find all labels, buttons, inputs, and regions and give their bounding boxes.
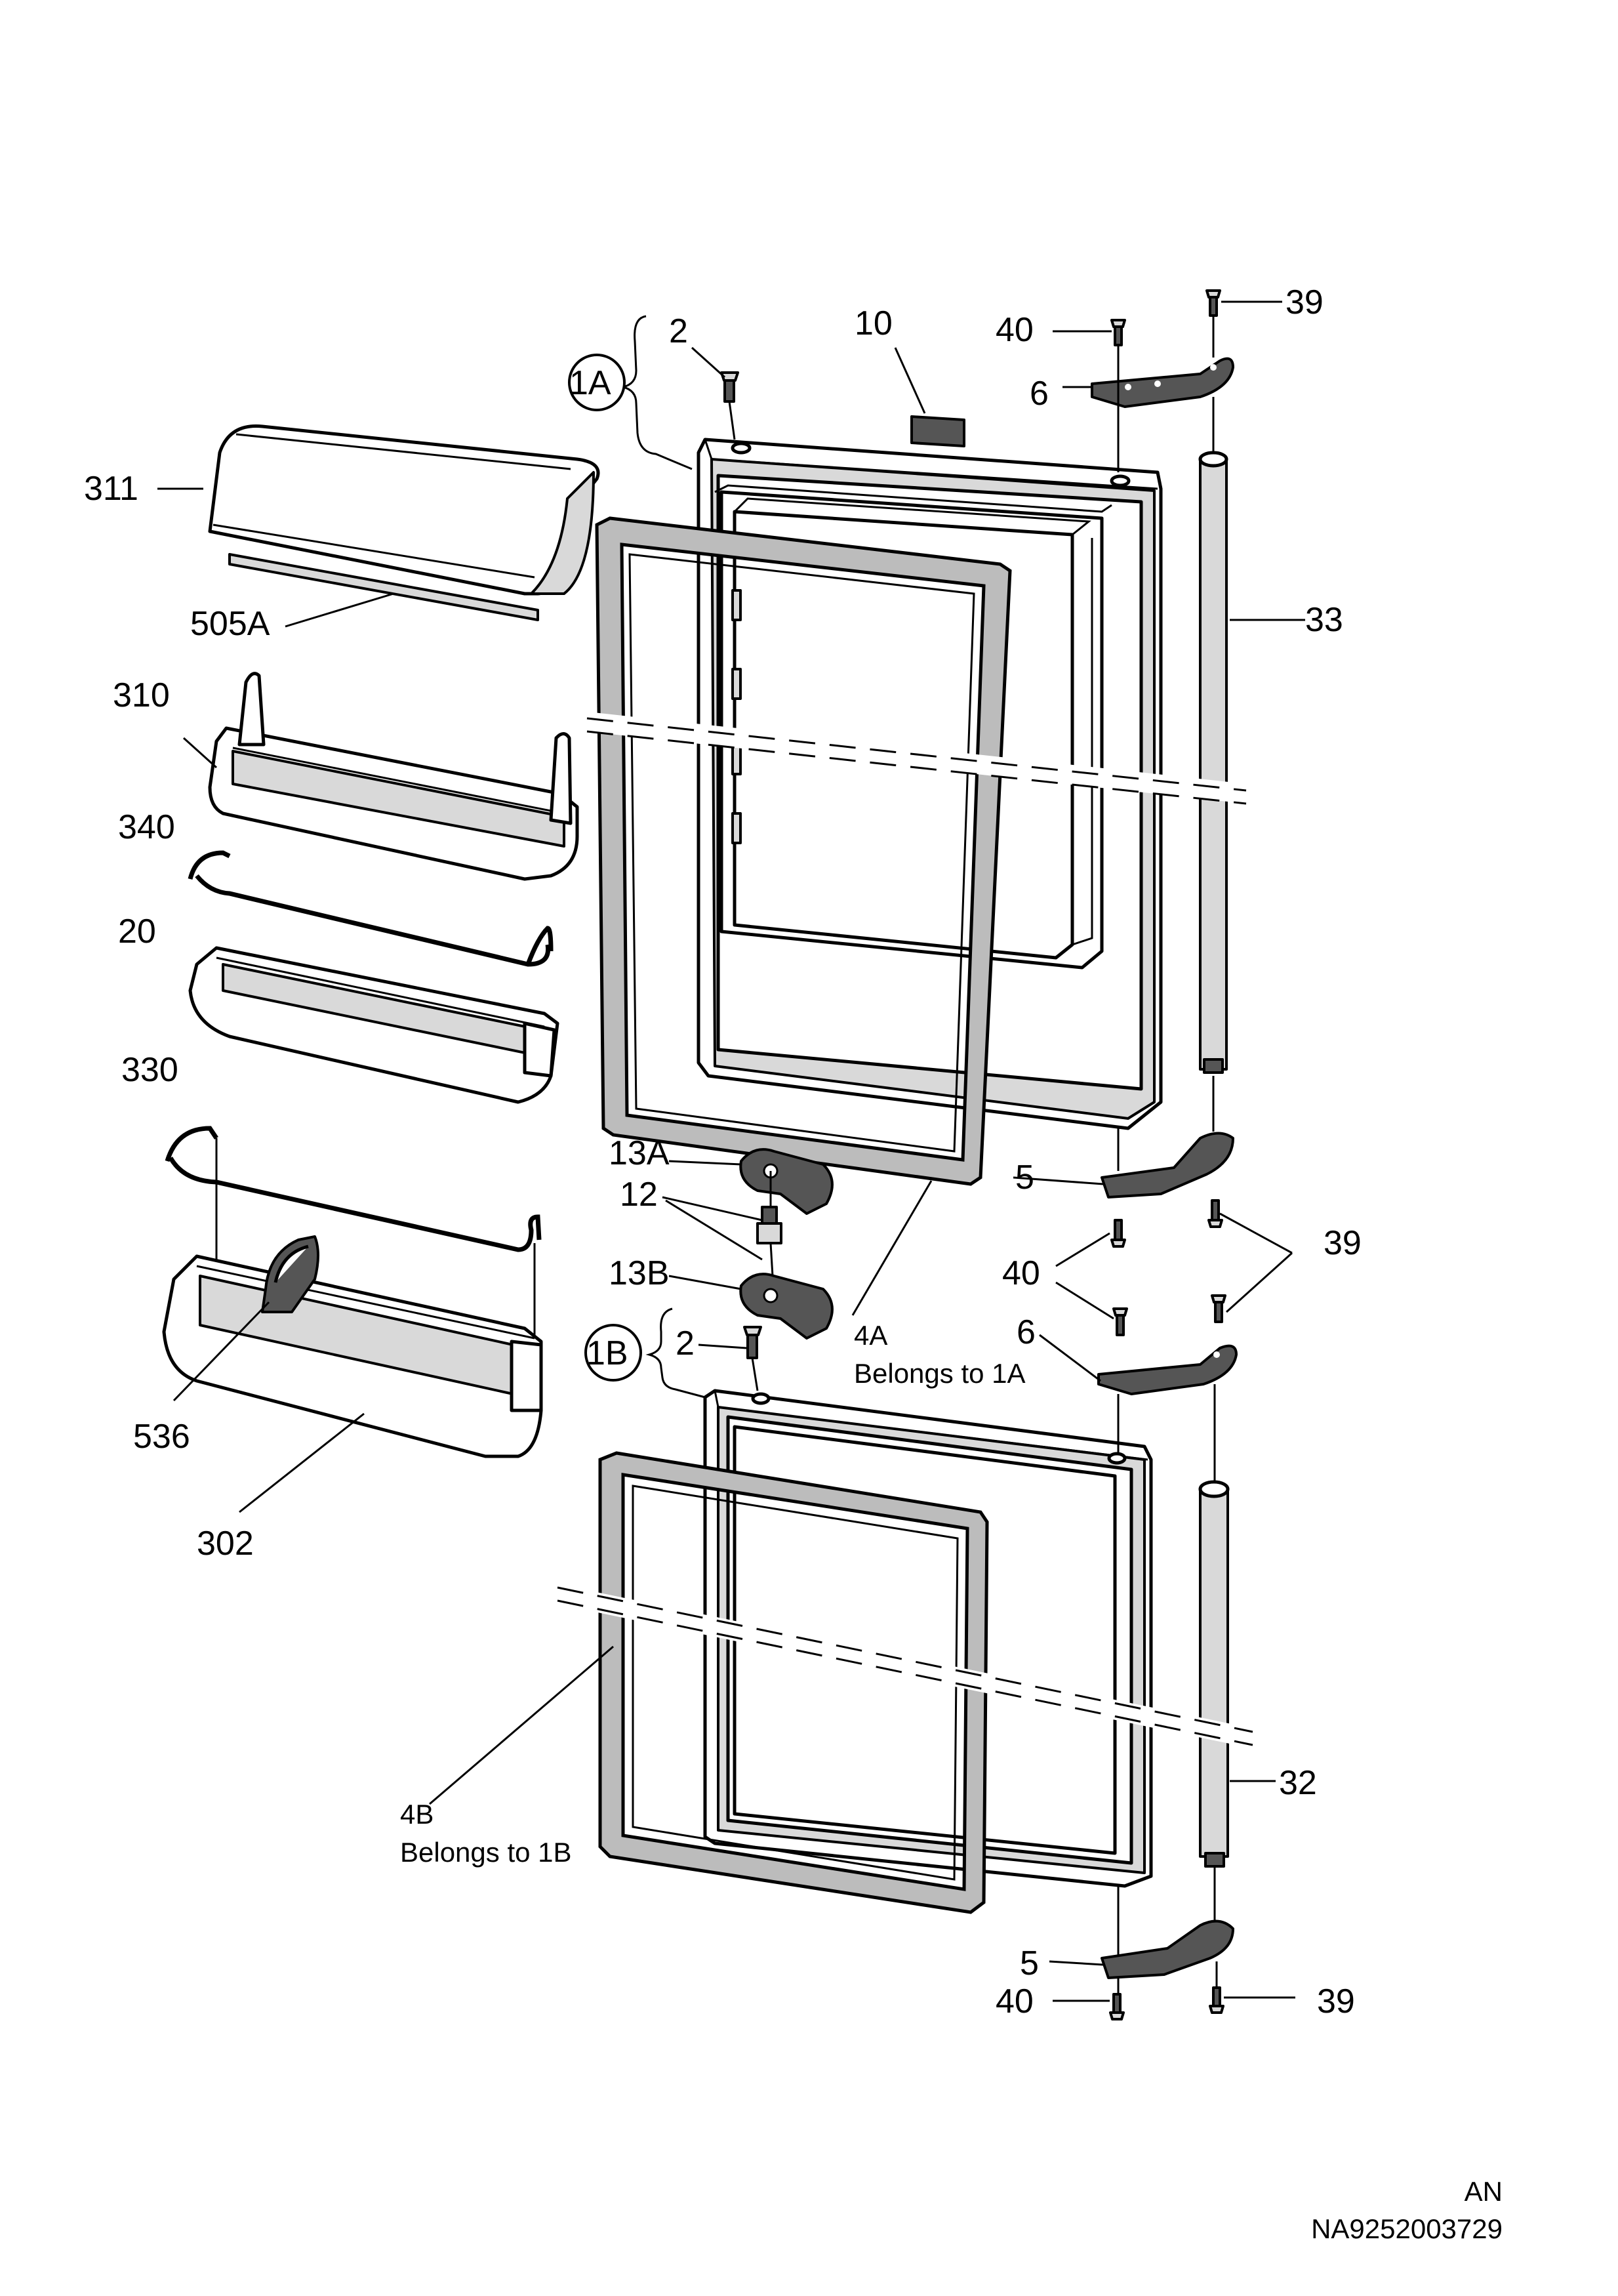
- door-bin-310: [208, 672, 579, 881]
- label-39-top: 39: [1285, 283, 1324, 321]
- upper-door-gasket: [595, 516, 1012, 1186]
- break-line-upper: [586, 712, 1247, 805]
- label-505A: 505A: [190, 605, 270, 643]
- label-4A-note: Belongs to 1A: [854, 1358, 1026, 1389]
- label-340: 340: [118, 808, 175, 846]
- label-10: 10: [855, 304, 893, 342]
- label-5-lower: 5: [1020, 1944, 1039, 1982]
- screws-middle: [1110, 1199, 1226, 1336]
- label-39-bottom: 39: [1317, 1982, 1355, 2020]
- label-6-lower: 6: [1017, 1313, 1036, 1351]
- label-32: 32: [1279, 1764, 1317, 1802]
- dairy-cover-311: [208, 424, 600, 596]
- top-hinge-6-upper: [1091, 357, 1234, 408]
- callout-circle-1B: [584, 1324, 642, 1382]
- wire-rail-330: [165, 1126, 542, 1252]
- label-330: 330: [121, 1051, 178, 1089]
- lower-door-hole: [751, 1392, 1127, 1465]
- door-bin-302: [162, 1254, 543, 1458]
- label-40-middle: 40: [1002, 1254, 1040, 1292]
- bottom-hinge-5-lower: [1101, 1919, 1234, 1979]
- break-line-lower: [555, 1584, 1255, 1748]
- lower-door-gasket: [598, 1451, 989, 1914]
- label-13B: 13B: [609, 1254, 670, 1292]
- label-tab-10: [910, 415, 965, 447]
- footer-lang-code: AN: [1465, 2176, 1503, 2207]
- label-12: 12: [620, 1176, 658, 1214]
- label-40-top: 40: [996, 311, 1034, 349]
- footer-doc-number: NA9252003729: [1311, 2213, 1503, 2244]
- label-310: 310: [113, 676, 170, 714]
- label-4B-note: Belongs to 1B: [400, 1837, 572, 1868]
- label-40-bottom: 40: [996, 1982, 1034, 2020]
- alignment-lines: [728, 316, 1218, 1994]
- label-2-lower: 2: [676, 1324, 695, 1363]
- wire-rail-340: [188, 850, 554, 967]
- label-4B: 4B: [400, 1799, 434, 1830]
- hinge-13B: [739, 1273, 834, 1340]
- top-hinge-6-lower: [1097, 1344, 1238, 1395]
- hinge-rod-32: [1198, 1480, 1230, 1868]
- upper-door-slots: [731, 589, 742, 844]
- label-2-upper: 2: [669, 312, 688, 350]
- label-4A: 4A: [854, 1320, 887, 1351]
- label-39-middle: 39: [1324, 1224, 1362, 1262]
- bottom-hinge-5-upper: [1101, 1132, 1234, 1199]
- door-bin-20: [188, 946, 559, 1104]
- label-536: 536: [133, 1418, 190, 1456]
- label-33: 33: [1305, 601, 1343, 639]
- strip-505A: [228, 553, 539, 621]
- label-302: 302: [197, 1525, 254, 1563]
- upper-door-hole: [731, 441, 1131, 487]
- label-311: 311: [84, 470, 138, 508]
- label-13A: 13A: [609, 1134, 670, 1172]
- label-1B: 1B: [586, 1334, 628, 1372]
- label-20: 20: [118, 912, 156, 951]
- label-1A: 1A: [569, 364, 611, 402]
- label-6-upper: 6: [1030, 375, 1049, 413]
- label-5-upper: 5: [1015, 1158, 1034, 1197]
- divider-536: [261, 1235, 319, 1313]
- screws-bottom: [1109, 1986, 1224, 2020]
- pin-12: [756, 1206, 782, 1244]
- screw-2-lower: [743, 1326, 762, 1359]
- callout-circle-1A: [568, 354, 626, 411]
- hinge-rod-33: [1198, 451, 1228, 1074]
